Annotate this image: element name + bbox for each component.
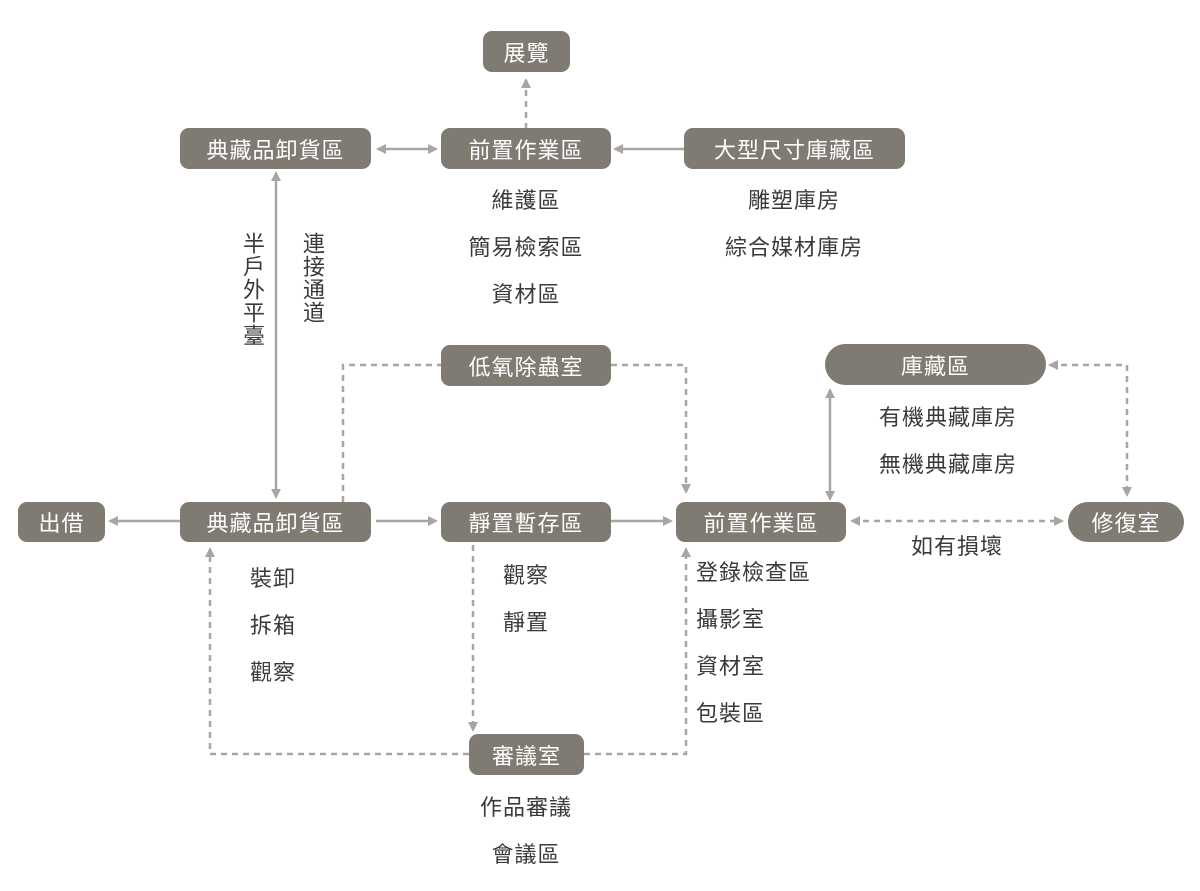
label-meeting-area: 會議區 (491, 843, 561, 868)
node-exhibition: 展覽 (483, 31, 570, 72)
edge-fumigation-left (341, 363, 441, 502)
label-registration-check: 登錄檢查區 (696, 561, 812, 586)
label-if-damaged: 如有損壞 (910, 535, 1004, 560)
label-organic-storage: 有機典藏庫房 (878, 406, 1018, 431)
label-observe-1: 觀察 (249, 661, 297, 686)
label-observe-2: 觀察 (502, 564, 550, 589)
node-fumigation: 低氧除蟲室 (441, 345, 611, 386)
label-unboxing: 拆箱 (249, 614, 297, 639)
label-artwork-review: 作品審議 (479, 796, 573, 821)
label-photo-studio: 攝影室 (696, 608, 766, 633)
label-semi-outdoor-platform: 半戶外平臺 (239, 232, 264, 347)
label-simple-search-area: 簡易檢索區 (468, 236, 584, 261)
label-packing-area: 包裝區 (696, 702, 766, 727)
node-mid-unloading: 典藏品卸貨區 (180, 502, 371, 542)
label-materials-area: 資材區 (491, 283, 561, 308)
node-restoration: 修復室 (1068, 502, 1184, 542)
label-sculpture-storage: 雕塑庫房 (747, 189, 841, 214)
node-loan: 出借 (18, 502, 105, 542)
label-maintenance-area: 維護區 (491, 189, 561, 214)
label-loading: 裝卸 (249, 567, 297, 592)
edge-fumigation-right (611, 363, 691, 494)
node-large-storage: 大型尺寸庫藏區 (684, 128, 905, 169)
edge-review-to-unloading (205, 547, 469, 756)
edge-review-to-prep (584, 547, 691, 756)
label-inorganic-storage: 無機典藏庫房 (878, 453, 1018, 478)
label-connecting-passage: 連接通道 (299, 232, 324, 324)
node-staging: 靜置暫存區 (441, 502, 611, 542)
label-mixed-media-storage: 綜合媒材庫房 (724, 236, 864, 261)
edge-storage-restoration (1048, 360, 1132, 497)
node-top-prep: 前置作業區 (441, 128, 611, 169)
node-storage: 庫藏區 (825, 344, 1046, 385)
label-rest: 靜置 (502, 611, 550, 636)
node-top-unloading: 典藏品卸貨區 (180, 128, 371, 169)
node-review: 審議室 (469, 734, 584, 775)
label-materials-room: 資材室 (696, 655, 766, 680)
node-mid-prep: 前置作業區 (676, 502, 846, 542)
